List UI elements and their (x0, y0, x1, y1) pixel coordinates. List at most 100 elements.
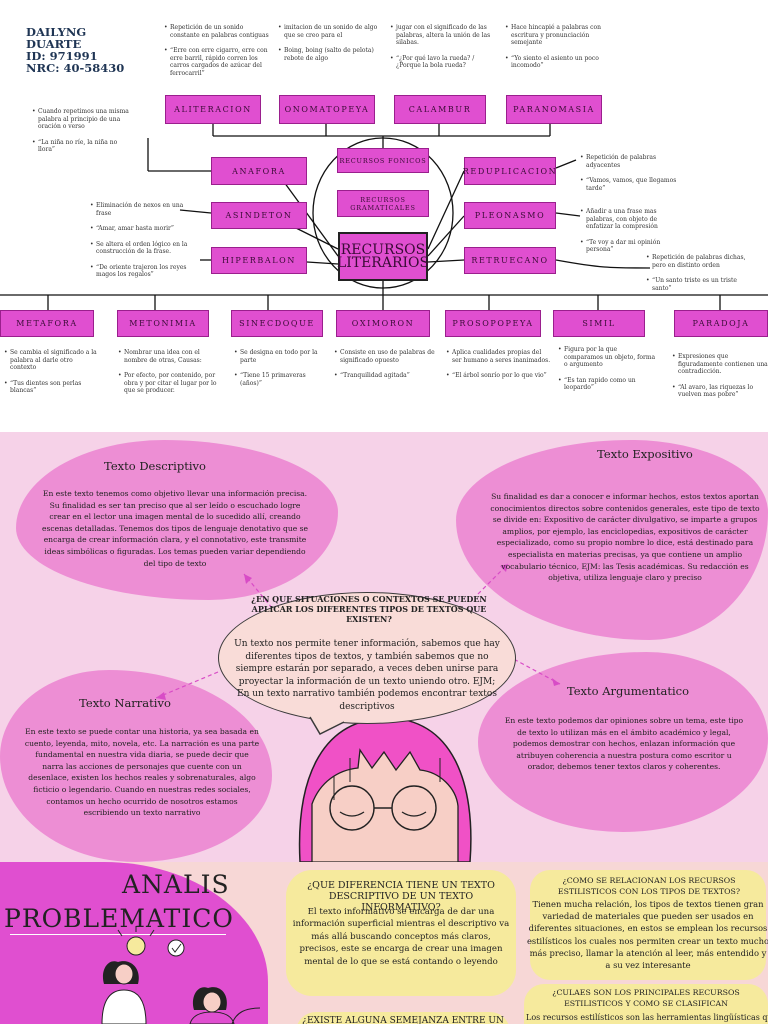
box-recursos-fonicos: RECURSOS FONICOS (337, 148, 429, 173)
notes-paranomasia: Hace hincapié a palabras con escritura y… (505, 24, 609, 78)
question-2: ¿COMO SE RELACIONAN LOS RECURSOS ESTILIS… (557, 876, 741, 896)
student-id: ID: 971991 (26, 49, 98, 63)
note-item: Repetición de un sonido constante en pal… (164, 24, 272, 39)
box-oximoron: OXIMORON (336, 310, 430, 337)
body-argumentativo: En este texto podemos dar opiniones sobr… (504, 716, 744, 772)
box-paranomasia: PARANOMASIA (506, 95, 602, 124)
card-q1 (286, 870, 516, 996)
box-hiperbalon: HIPERBALON (211, 247, 307, 274)
student-nrc: NRC: 40-58430 (26, 61, 125, 75)
friends-illustration (101, 926, 261, 1024)
box-recursos-literarios: RECURSOS LITERARIOS (336, 232, 430, 281)
notes-onomatopeya: imitacion de un sonido de algo que se cr… (278, 24, 386, 70)
title-underline (10, 934, 226, 935)
notes-reduplicacion: Repetición de palabras adyacentes “Vamos… (580, 154, 680, 200)
notes-pleonasmo: Añadir a una frase mas palabras, con obj… (580, 208, 682, 262)
blob-narrativo (0, 670, 272, 862)
student-name-last: DUARTE (26, 37, 82, 51)
note-item: Se designa en todo por la parte (234, 349, 326, 364)
body-descriptivo: En este texto tenemos como objetivo llev… (41, 489, 309, 568)
note-item: “Al avaro, las riquezas lo vuelven mas p… (672, 384, 768, 399)
note-item: “Tus dientes son perlas blancas” (4, 380, 100, 395)
notes-sinecdoque: Se designa en todo por la parte “Tiene 1… (234, 349, 326, 395)
note-item: Expresiones que figuradamente contienen … (672, 353, 768, 376)
note-item: Por efecto, por contenido, por obra y po… (118, 372, 224, 395)
notes-prosopopeya: Aplica cualidades propias del ser humano… (446, 349, 552, 388)
note-item: Repetición de palabras adyacentes (580, 154, 680, 169)
note-item: “El árbol sonrío por lo que vio” (446, 372, 552, 380)
box-sinecdoque: SINECDOQUE (231, 310, 323, 337)
center-line2: LITERARIOS (336, 254, 430, 271)
title-narrativo: Texto Narrativo (79, 696, 171, 710)
center-line1: RECURSOS (340, 241, 426, 258)
box-prosopopeya: PROSOPOPEYA (445, 310, 541, 337)
notes-calambur: jugar con el significado de las palabras… (390, 24, 494, 78)
note-item: “La niña no ríe, la niña no llora” (32, 139, 132, 154)
note-item: Se cambia el significado a la palabra al… (4, 349, 100, 372)
notes-aliteracion: Repetición de un sonido constante en pal… (164, 24, 272, 85)
gramaticales-line2: GRAMATICALES (350, 203, 416, 212)
notes-metonimia: Nombrar una idea con el nombre de otras,… (118, 349, 224, 403)
analysis-title-line1: ANALIS (122, 870, 230, 899)
question-4: ¿EXISTE ALGUNA SEMEJANZA ENTRE UN (302, 1016, 504, 1024)
literary-devices-map: DAILYNG DUARTE ID: 971991 NRC: 40-58430 … (0, 0, 768, 432)
note-item: “Amar, amar hasta morir” (90, 225, 190, 233)
girl-illustration (298, 717, 472, 862)
student-name-first: DAILYNG (26, 25, 87, 39)
box-asindeton: ASINDETON (211, 202, 307, 229)
title-expositivo: Texto Expositivo (597, 447, 693, 461)
note-item: imitacion de un sonido de algo que se cr… (278, 24, 386, 39)
note-item: “Tranquilidad agitada” (334, 372, 438, 380)
box-onomatopeya: ONOMATOPEYA (279, 95, 375, 124)
box-paradoja: PARADOJA (674, 310, 768, 337)
note-item: Boing, boing (salto de pelota) rebote de… (278, 47, 386, 62)
box-retruecano: RETRUECANO (464, 247, 556, 274)
answer-2: Tienen mucha relación, los tipos de text… (526, 899, 768, 971)
card-q4 (296, 1012, 510, 1024)
note-item: “Es tan rapido como un leopardo” (558, 377, 656, 392)
notes-oximoron: Consiste en uso de palabras de significa… (334, 349, 438, 388)
answer-3: Los recursos estilísticos son las herram… (526, 1013, 768, 1022)
note-item: Eliminación de nexos en una frase (90, 202, 190, 217)
box-reduplicacion: REDUPLICACION (463, 157, 556, 185)
notes-anafora: Cuando repetimos una misma palabra al pr… (32, 108, 132, 162)
center-question: ¿EN QUE SITUACIONES O CONTEXTOS SE PUEDE… (251, 594, 487, 624)
note-item: Figura por la que comparamos un objeto, … (558, 346, 656, 369)
note-item: “Un santo triste es un triste santo” (646, 277, 758, 292)
note-item: “Erre con erre cigarro, erre con erre ba… (164, 47, 272, 77)
note-item: jugar con el significado de las palabras… (390, 24, 494, 47)
note-item: Añadir a una frase mas palabras, con obj… (580, 208, 682, 231)
analysis-section: ANALIS PROBLEMATICO ¿QUE DIFERENCIA TIEN… (0, 862, 768, 1024)
gramaticales-line1: RECURSOS (360, 195, 406, 204)
bubble-tail (309, 716, 345, 735)
question-bubble (218, 592, 516, 724)
body-expositivo: Su finalidad es dar a conocer e informar… (490, 492, 760, 583)
note-item: Repetición de palabras dichas, pero en d… (646, 254, 758, 269)
notes-asindeton: Eliminación de nexos en una frase “Amar,… (90, 202, 190, 287)
title-descriptivo: Texto Descriptivo (104, 459, 206, 473)
note-item: Nombrar una idea con el nombre de otras,… (118, 349, 224, 364)
box-aliteracion: ALITERACION (165, 95, 261, 124)
dashed-arrows (155, 563, 561, 700)
question-3: ¿CULAES SON LOS PRINCIPALES RECURSOS EST… (552, 988, 740, 1008)
text-types-section: Texto Descriptivo En este texto tenemos … (0, 432, 768, 862)
box-metafora: METAFORA (0, 310, 94, 337)
note-item: “Vamos, vamos, que llegamos tarde” (580, 177, 680, 192)
answer-1: El texto informativo se encarga de dar u… (292, 907, 510, 967)
student-info: DAILYNG DUARTE ID: 971991 NRC: 40-58430 (26, 26, 124, 74)
blob-argumentativo (478, 652, 768, 832)
note-item: Aplica cualidades propias del ser humano… (446, 349, 552, 364)
body-narrativo: En este texto se puede contar una histor… (24, 727, 260, 818)
note-item: Se altera el orden lógico en la construc… (90, 241, 190, 256)
card-q3 (524, 984, 768, 1024)
box-calambur: CALAMBUR (394, 95, 486, 124)
box-pleonasmo: PLEONASMO (464, 202, 556, 229)
notes-retruecano: Repetición de palabras dichas, pero en d… (646, 254, 758, 300)
box-recursos-gramaticales: RECURSOS GRAMATICALES (337, 190, 429, 217)
note-item: “Tiene 15 primaveras (años)” (234, 372, 326, 387)
center-body: Un texto nos permite tener información, … (234, 639, 500, 712)
question-1: ¿QUE DIFERENCIA TIENE UN TEXTO DESCRIPTI… (307, 880, 495, 913)
note-item: Cuando repetimos una misma palabra al pr… (32, 108, 132, 131)
notes-simil: Figura por la que comparamos un objeto, … (558, 346, 656, 400)
box-metonimia: METONIMIA (117, 310, 209, 337)
